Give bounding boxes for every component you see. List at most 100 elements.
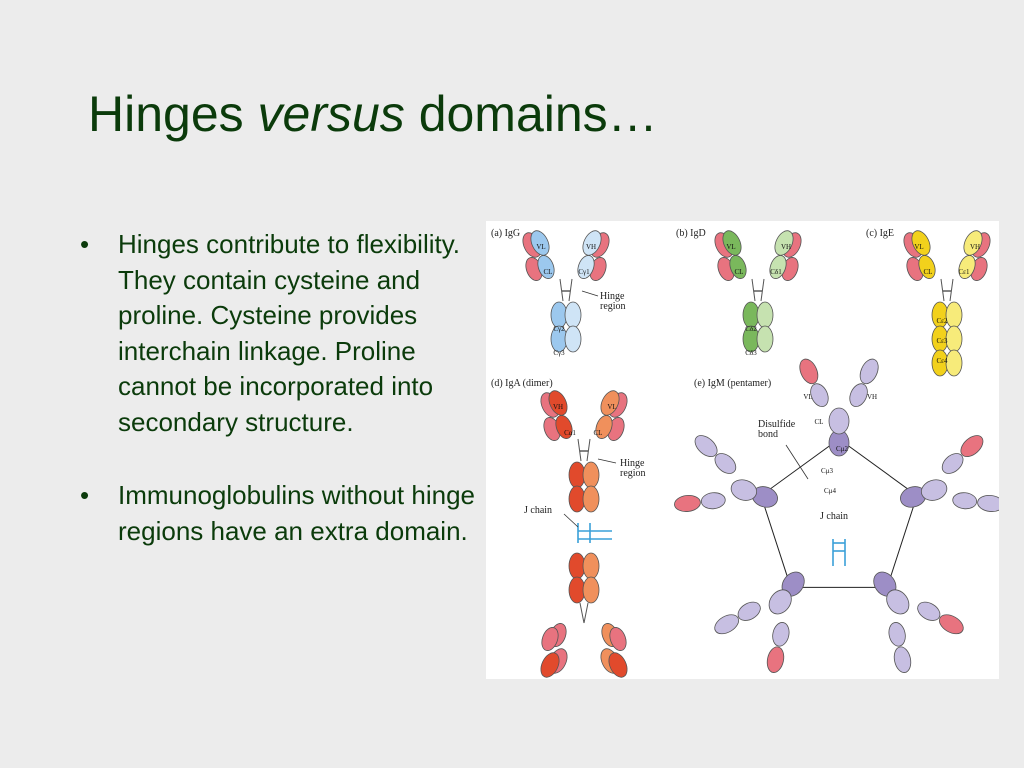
domain-shape — [568, 461, 586, 489]
domain-label: Cμ3 — [821, 467, 833, 475]
domain-shape — [756, 301, 774, 329]
domain-label: VL — [914, 243, 923, 251]
domain-shape — [600, 390, 620, 416]
domain-label: CL — [735, 268, 744, 276]
domain-shape — [564, 301, 582, 329]
domain-shape — [952, 492, 978, 510]
domain-label: CL — [924, 268, 933, 276]
domain-shape — [582, 552, 600, 580]
panel-label-igm: (e) IgM (pentamer) — [694, 378, 771, 389]
connector-line — [579, 602, 585, 624]
domain-label: Cμ4 — [824, 487, 836, 495]
domain-label: VH — [781, 243, 791, 251]
bullet-list: Hinges contribute to flexibility. They c… — [74, 227, 479, 587]
domain-shape — [729, 255, 747, 279]
connector-line — [581, 290, 599, 297]
domain-shape — [810, 383, 829, 408]
domain-shape — [886, 589, 910, 615]
domain-shape — [582, 230, 602, 256]
domain-shape — [700, 492, 726, 510]
domain-shape — [582, 461, 600, 489]
domain-shape — [541, 627, 559, 651]
slide-title: Hinges versus domains… — [88, 86, 658, 142]
domain-shape — [958, 255, 976, 279]
connector-line — [568, 278, 573, 302]
connector-line — [751, 278, 756, 302]
domain-shape — [768, 589, 792, 615]
title-part2: domains… — [404, 86, 658, 142]
domain-label: VH — [867, 393, 877, 401]
domain-shape — [548, 390, 568, 416]
domain-shape — [714, 614, 740, 635]
domain-shape — [849, 383, 868, 408]
domain-label: Cμ2 — [836, 445, 848, 453]
domain-shape — [674, 495, 701, 512]
iga-jchain-label: J chain — [524, 505, 552, 516]
domain-shape — [917, 601, 941, 621]
antibody-diagram: (a) IgG (b) IgD (c) IgE (d) IgA (dimer) (e) … — [491, 228, 999, 678]
domain-shape — [577, 255, 595, 279]
domain-shape — [730, 479, 758, 501]
domain-label: Cδ2 — [745, 325, 757, 333]
domain-label: CL — [594, 429, 603, 437]
domain-shape — [568, 485, 586, 513]
domain-shape — [737, 601, 761, 621]
domain-label: Cδ3 — [745, 349, 757, 357]
domain-label: VL — [536, 243, 545, 251]
connector-line — [940, 278, 945, 302]
connector-line — [760, 278, 765, 302]
domain-shape — [893, 646, 912, 673]
domain-label: VH — [970, 243, 980, 251]
domain-shape — [774, 230, 794, 256]
domain-shape — [564, 325, 582, 353]
domain-shape — [945, 349, 963, 377]
connector-line — [949, 278, 954, 302]
domain-shape — [960, 435, 984, 458]
domain-label: VL — [726, 243, 735, 251]
domain-shape — [977, 495, 999, 512]
domain-shape — [938, 614, 964, 635]
domain-shape — [799, 358, 819, 385]
panel-label-iga: (d) IgA (dimer) — [491, 378, 553, 389]
domain-shape — [911, 230, 931, 256]
domain-label: CL — [544, 268, 553, 276]
domain-shape — [769, 255, 787, 279]
domain-shape — [945, 301, 963, 329]
connector-line — [785, 444, 809, 480]
domain-shape — [582, 485, 600, 513]
antibody-figure: (a) IgG (b) IgD (c) IgE (d) IgA (dimer) (e) … — [486, 221, 999, 679]
connector-line — [586, 438, 591, 462]
domain-shape — [595, 415, 613, 439]
title-part1: Hinges — [88, 86, 258, 142]
connector-line — [597, 458, 617, 464]
domain-shape — [941, 453, 964, 474]
domain-shape — [918, 255, 936, 279]
bullet-item: Hinges contribute to flexibility. They c… — [74, 227, 479, 440]
domain-shape — [582, 576, 600, 604]
domain-shape — [694, 435, 718, 458]
panel-label-igg: (a) IgG — [491, 228, 520, 239]
domain-label: Cα1 — [564, 429, 576, 437]
domain-label: Cγ3 — [553, 349, 565, 357]
domain-label: VL — [607, 403, 616, 411]
domain-shape — [714, 453, 737, 474]
domain-label: CL — [815, 418, 824, 426]
domain-label: VH — [553, 403, 563, 411]
domain-shape — [772, 622, 790, 647]
domain-shape — [568, 552, 586, 580]
domain-shape — [963, 230, 983, 256]
domain-shape — [537, 255, 555, 279]
panel-label-ige: (c) IgE — [866, 228, 894, 239]
domain-label: Cε2 — [936, 317, 948, 325]
panel-label-igd: (b) IgD — [676, 228, 706, 239]
domain-label: Cγ1 — [578, 268, 590, 276]
domain-label: VH — [586, 243, 596, 251]
connector-line — [559, 278, 564, 302]
domain-shape — [920, 479, 948, 501]
domain-label: VL — [803, 393, 812, 401]
connector-line — [583, 602, 589, 624]
bullet-item: Immunoglobulins without hinge regions ha… — [74, 478, 479, 549]
